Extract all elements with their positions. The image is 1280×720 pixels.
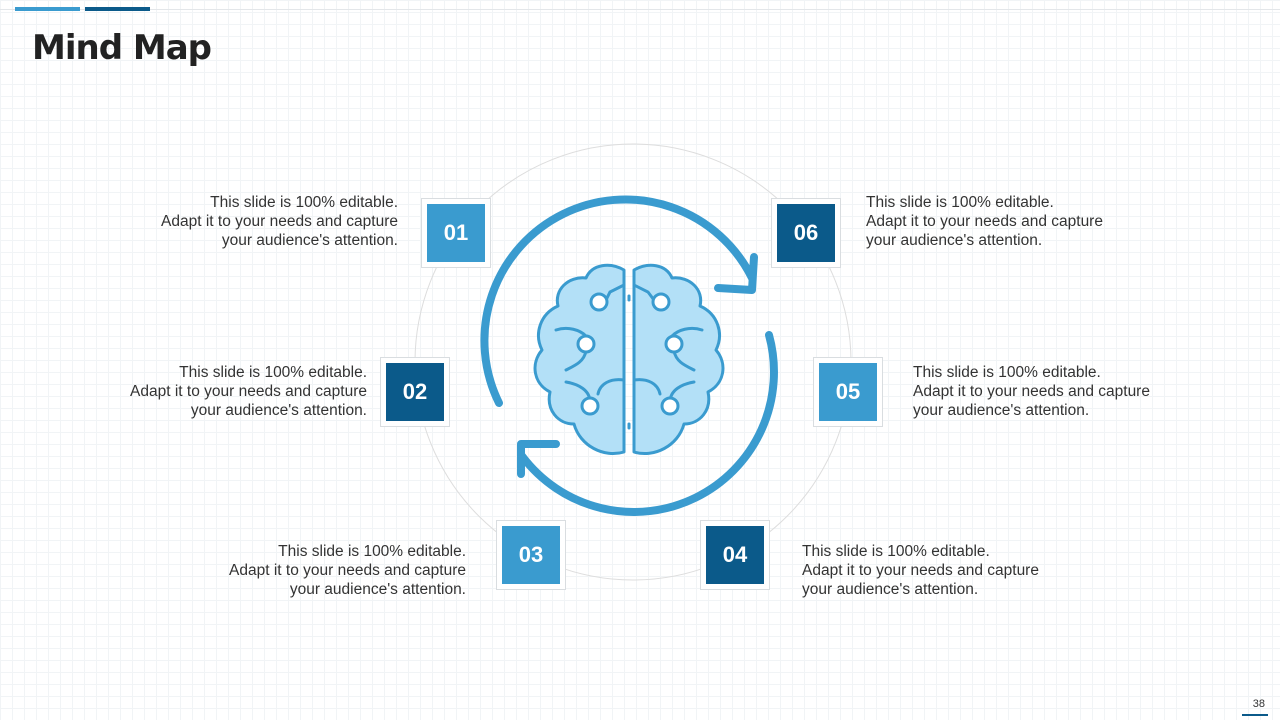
brain-node-2 xyxy=(651,292,671,312)
node-number: 05 xyxy=(819,363,877,421)
node-01-description: This slide is 100% editable. Adapt it to… xyxy=(161,194,398,249)
node-02-description: This slide is 100% editable. Adapt it to… xyxy=(130,364,367,419)
page-number-underline xyxy=(1242,714,1268,716)
node-04-description: This slide is 100% editable. Adapt it to… xyxy=(802,543,1039,598)
node-06-description: This slide is 100% editable. Adapt it to… xyxy=(866,194,1103,249)
node-02: 02 xyxy=(380,357,450,427)
node-05-description: This slide is 100% editable. Adapt it to… xyxy=(913,364,1150,419)
node-number: 03 xyxy=(502,526,560,584)
page-number: 38 xyxy=(1252,698,1265,710)
cycle-arrow-bottom xyxy=(518,331,778,516)
cycle-arrowhead-top xyxy=(714,253,758,294)
node-06: 06 xyxy=(771,198,841,268)
node-number: 01 xyxy=(427,204,485,262)
header-divider xyxy=(0,9,1280,10)
brain-node-1 xyxy=(589,292,609,312)
node-03-description: This slide is 100% editable. Adapt it to… xyxy=(229,543,466,598)
brain-node-6 xyxy=(660,396,680,416)
slide-title: Mind Map xyxy=(32,28,212,68)
brain-node-5 xyxy=(580,396,600,416)
node-number: 04 xyxy=(706,526,764,584)
header-accent-dark xyxy=(85,7,150,11)
brain-node-3 xyxy=(576,334,596,354)
node-03: 03 xyxy=(496,520,566,590)
node-number: 06 xyxy=(777,204,835,262)
node-number: 02 xyxy=(386,363,444,421)
node-01: 01 xyxy=(421,198,491,268)
brain-node-4 xyxy=(664,334,684,354)
brain-nodes xyxy=(576,292,684,416)
header-accent-light xyxy=(15,7,80,11)
node-05: 05 xyxy=(813,357,883,427)
brain-left-hemisphere xyxy=(533,263,626,455)
cycle-arrows-icon xyxy=(480,195,778,516)
node-04: 04 xyxy=(700,520,770,590)
cycle-arrowhead-bottom xyxy=(517,440,560,478)
cycle-arrow-top xyxy=(480,195,756,407)
